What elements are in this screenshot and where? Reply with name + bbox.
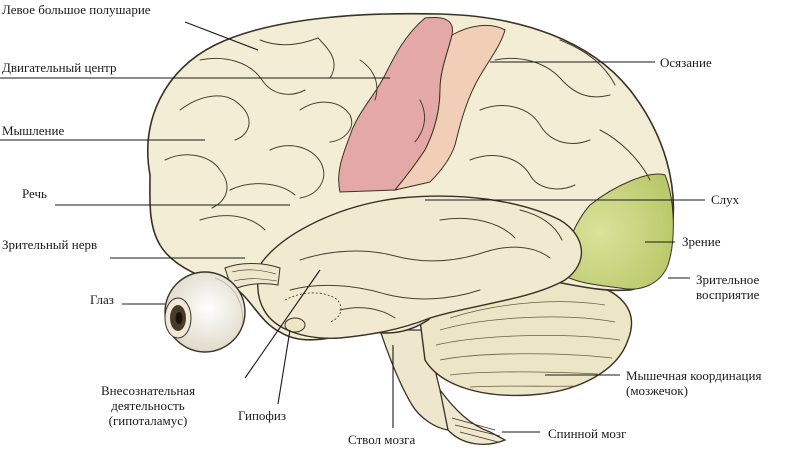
label-optic-nerve: Зрительный нерв — [2, 237, 98, 252]
label-subconscious-line2: деятельность — [111, 398, 185, 413]
label-subconscious-line1: Внесознательная — [100, 383, 196, 398]
label-motor-center: Двигательный центр — [2, 60, 117, 75]
label-touch: Осязание — [660, 55, 712, 70]
label-muscle-coordination-line2: (мозжечок) — [626, 383, 688, 398]
label-visual-perception-line1: Зрительное — [696, 272, 760, 287]
leader-subconscious — [244, 269, 321, 379]
label-speech: Речь — [22, 186, 47, 201]
label-left-hemisphere: Левое большое полушарие — [2, 2, 151, 17]
leader-pituitary — [277, 329, 291, 405]
pituitary-shape — [284, 317, 306, 333]
label-subconscious-line3: (гипоталамус) — [108, 413, 188, 428]
label-brainstem: Ствол мозга — [348, 432, 416, 447]
label-muscle-coordination: Мышечная координация (мозжечок) — [626, 368, 761, 398]
label-muscle-coordination-line1: Мышечная координация — [626, 368, 762, 383]
eye-shape — [164, 271, 246, 353]
label-subconscious: Внесознательная деятельность (гипоталаму… — [88, 383, 208, 428]
label-visual-perception-line2: восприятие — [696, 287, 760, 302]
label-eye: Глаз — [90, 292, 114, 307]
label-thinking: Мышление — [2, 123, 65, 138]
touch-area — [393, 24, 506, 191]
label-hearing: Слух — [711, 192, 740, 207]
leader-left-hemisphere — [184, 21, 259, 51]
label-visual-perception: Зрительное восприятие — [696, 272, 759, 302]
label-spinal-cord: Спинной мозг — [548, 426, 627, 441]
temporal-lobe — [257, 195, 582, 339]
label-vision: Зрение — [682, 234, 721, 249]
optic-nerve-shape — [224, 263, 281, 291]
label-pituitary: Гипофиз — [238, 408, 286, 423]
